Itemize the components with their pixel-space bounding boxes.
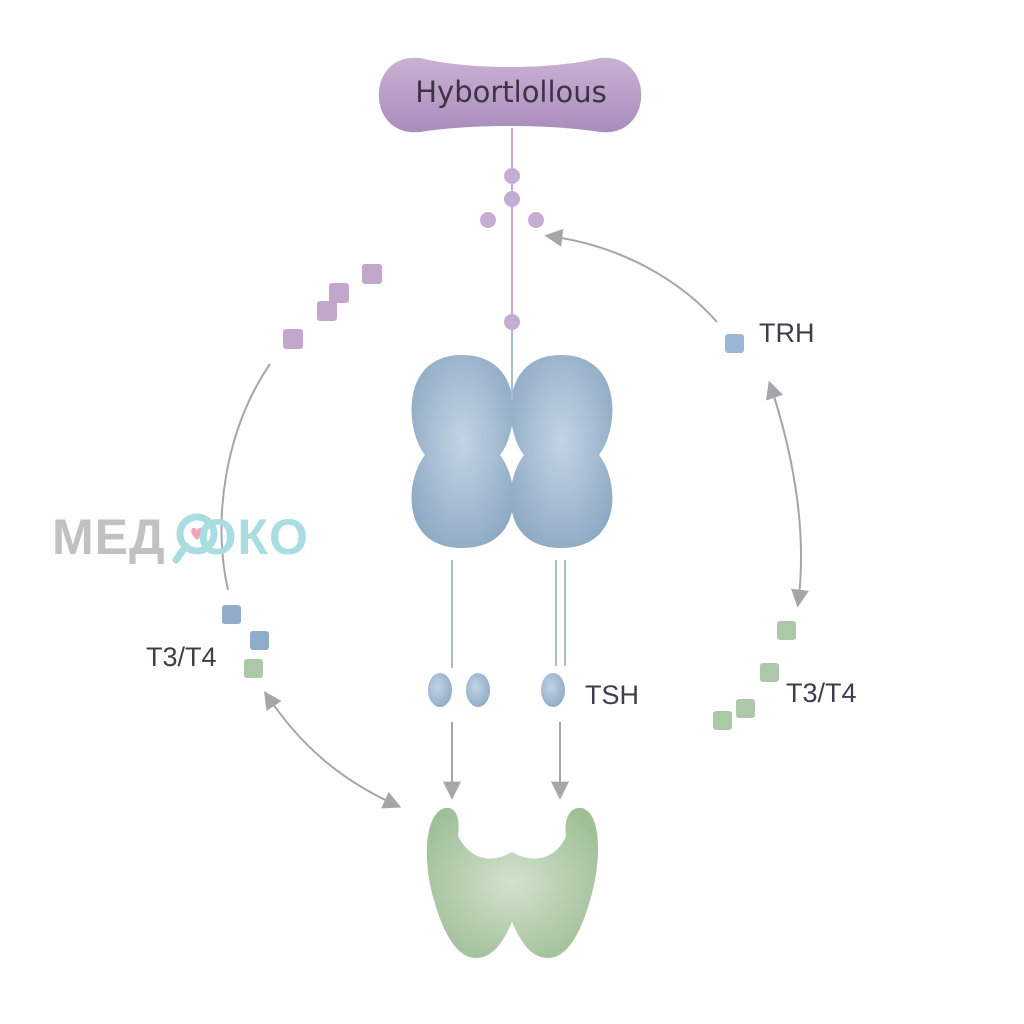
right-double-arrow xyxy=(766,380,809,608)
square xyxy=(329,283,349,303)
dot xyxy=(504,168,520,184)
t3t4-left-label: T3/T4 xyxy=(146,642,217,672)
trh-square xyxy=(725,334,744,353)
left-feedback-arc xyxy=(220,363,271,591)
dot xyxy=(504,191,520,207)
purple-hormone-squares xyxy=(283,264,382,349)
dot xyxy=(480,212,496,228)
releasing-hormone-dots xyxy=(480,168,544,330)
left-double-arrow xyxy=(264,691,402,809)
trh-label: TRH xyxy=(759,318,815,348)
hypothalamus-label: Hybortlollous xyxy=(415,75,607,109)
watermark-part1: МЕД xyxy=(52,509,166,565)
trh-feedback-arrow xyxy=(544,228,718,323)
dot xyxy=(504,314,520,330)
t3t4-left-blue-square xyxy=(250,631,269,650)
square xyxy=(760,663,779,682)
square xyxy=(317,301,337,321)
thyroid-gland xyxy=(426,807,599,958)
pituitary-right-lobe xyxy=(510,355,613,548)
square xyxy=(283,329,303,349)
t3t4-left-blue-square xyxy=(222,605,241,624)
t3t4-right-label: T3/T4 xyxy=(786,678,857,708)
pituitary-left-lobe xyxy=(411,355,514,548)
hypothalamus-shape xyxy=(378,57,642,133)
square xyxy=(713,711,732,730)
tsh-particle xyxy=(541,673,565,707)
square xyxy=(362,264,382,284)
tsh-particle xyxy=(428,673,452,707)
t3t4-right-squares xyxy=(713,621,796,730)
magnifier-heart-icon xyxy=(172,513,218,564)
watermark-logo: МЕД ОКО xyxy=(52,512,309,562)
tsh-particle xyxy=(466,673,490,707)
t3t4-left-green-square xyxy=(244,659,263,678)
square xyxy=(777,621,796,640)
dot xyxy=(528,212,544,228)
square xyxy=(736,699,755,718)
tsh-label: TSH xyxy=(585,680,639,710)
watermark-part2: ОКО xyxy=(197,509,309,565)
